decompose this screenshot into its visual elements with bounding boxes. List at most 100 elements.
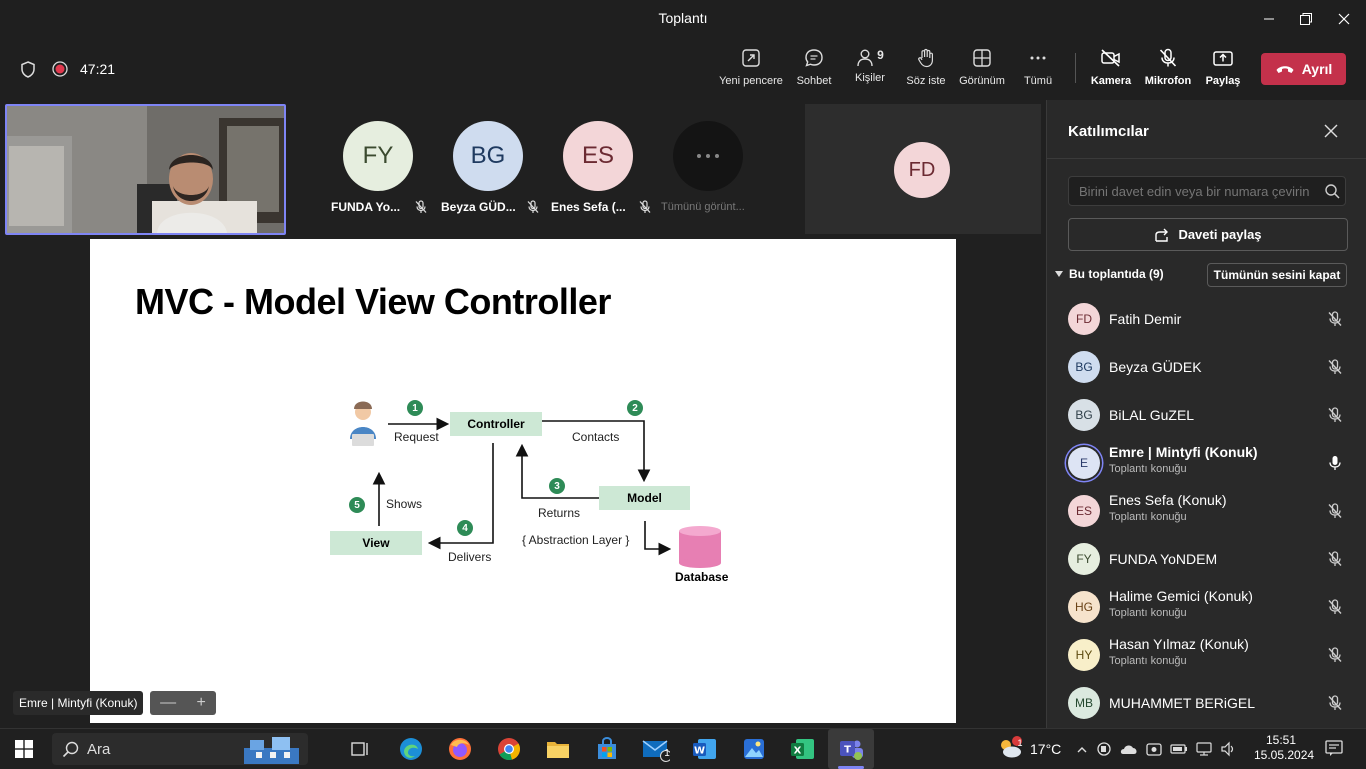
minimize-button[interactable] bbox=[1258, 8, 1280, 30]
delivers-label: Delivers bbox=[448, 550, 492, 564]
security-icon[interactable] bbox=[1146, 741, 1162, 762]
participant-tile-fd[interactable]: FD bbox=[805, 104, 1041, 234]
store-icon[interactable] bbox=[593, 735, 621, 763]
mvc-diagram-arrows bbox=[350, 401, 721, 568]
chat-button[interactable]: Sohbet bbox=[794, 48, 834, 96]
mic-off-icon[interactable] bbox=[1327, 551, 1343, 572]
start-button[interactable] bbox=[10, 735, 38, 763]
speaker-video-tile[interactable] bbox=[5, 104, 286, 235]
close-panel-button[interactable] bbox=[1324, 124, 1338, 143]
participant-name: Beyza GÜD... bbox=[441, 200, 516, 214]
mic-off-icon[interactable] bbox=[1327, 695, 1343, 716]
shield-icon[interactable] bbox=[20, 61, 36, 83]
participant-name: Halime Gemici (Konuk) bbox=[1109, 588, 1253, 604]
edge-icon[interactable] bbox=[397, 735, 425, 763]
mail-icon[interactable] bbox=[642, 735, 670, 763]
participant-name: BiLAL GuZEL bbox=[1109, 407, 1195, 423]
zoom-controls: — + bbox=[150, 691, 216, 715]
microphone-button[interactable]: Mikrofon bbox=[1144, 48, 1192, 96]
onedrive-icon[interactable] bbox=[1120, 742, 1138, 761]
controller-box: Controller bbox=[450, 412, 542, 436]
people-button[interactable]: 9 Kişiler bbox=[850, 48, 890, 96]
gallery-name-bg: Beyza GÜD... bbox=[441, 200, 540, 214]
returns-label: Returns bbox=[538, 506, 581, 520]
more-button[interactable]: Tümü bbox=[1020, 48, 1056, 96]
participant-name: Fatih Demir bbox=[1109, 311, 1182, 327]
raise-hand-icon bbox=[916, 48, 936, 75]
gallery-more-tile[interactable] bbox=[673, 121, 743, 191]
popout-button[interactable]: Yeni pencere bbox=[718, 48, 784, 96]
teams-icon[interactable]: T bbox=[837, 735, 865, 763]
zoom-in-button[interactable]: + bbox=[196, 694, 206, 711]
in-meeting-section-toggle[interactable]: Bu toplantıda (9) bbox=[1055, 267, 1164, 281]
share-icon bbox=[1212, 48, 1234, 75]
camera-label: Kamera bbox=[1090, 75, 1132, 87]
notification-icon[interactable] bbox=[1325, 740, 1343, 761]
phone-hangup-icon bbox=[1275, 63, 1295, 75]
participants-panel: Katılımcılar Daveti paylaş Bu toplantıda… bbox=[1046, 100, 1366, 728]
mic-off-icon[interactable] bbox=[1327, 407, 1343, 428]
invite-search-input[interactable] bbox=[1068, 176, 1346, 206]
step-4-badge: 4 bbox=[457, 520, 473, 536]
weather-icon[interactable] bbox=[997, 736, 1023, 765]
mic-off-icon[interactable] bbox=[1327, 503, 1343, 524]
mic-off-icon[interactable] bbox=[1327, 359, 1343, 380]
share-button[interactable]: Paylaş bbox=[1204, 48, 1242, 96]
svg-text:T: T bbox=[844, 745, 851, 756]
gallery-tile-es[interactable]: ES bbox=[563, 121, 633, 191]
chevron-up-icon[interactable] bbox=[1076, 743, 1088, 761]
maximize-button[interactable] bbox=[1295, 8, 1317, 30]
gallery-tile-bg[interactable]: BG bbox=[453, 121, 523, 191]
close-window-button[interactable] bbox=[1333, 8, 1355, 30]
section-label: Bu toplantıda (9) bbox=[1069, 267, 1164, 281]
participant-name: Enes Sefa (... bbox=[551, 200, 626, 214]
share-invite-button[interactable]: Daveti paylaş bbox=[1068, 218, 1348, 251]
meeting-timer: 47:21 bbox=[80, 61, 116, 77]
mic-on-icon[interactable] bbox=[1327, 455, 1343, 476]
gallery-tile-fy[interactable]: FY bbox=[343, 121, 413, 191]
view-button[interactable]: Görünüm bbox=[958, 48, 1006, 96]
gallery-view-all-link[interactable]: Tümünü görünt... bbox=[661, 201, 745, 213]
photos-icon[interactable] bbox=[740, 735, 768, 763]
zoom-out-button[interactable]: — bbox=[160, 694, 177, 711]
more-icon bbox=[673, 121, 743, 191]
mute-all-button[interactable]: Tümünün sesini kapat bbox=[1207, 263, 1347, 287]
database-icon bbox=[679, 526, 721, 568]
step-2-badge: 2 bbox=[627, 400, 643, 416]
taskbar-search[interactable]: Ara bbox=[52, 733, 308, 765]
chrome-icon[interactable] bbox=[495, 735, 523, 763]
raise-hand-button[interactable]: Söz iste bbox=[906, 48, 946, 96]
task-view-icon[interactable] bbox=[346, 735, 374, 763]
system-tray bbox=[1076, 741, 1236, 762]
clock-date: 15.05.2024 bbox=[1254, 748, 1315, 762]
camera-off-icon bbox=[1100, 48, 1122, 75]
clock[interactable]: 15:51 15.05.2024 bbox=[1254, 733, 1315, 763]
battery-icon[interactable] bbox=[1170, 742, 1188, 761]
network-icon[interactable] bbox=[1196, 741, 1212, 762]
volume-icon[interactable] bbox=[1220, 741, 1236, 762]
word-icon[interactable]: W bbox=[691, 735, 719, 763]
mic-off-icon[interactable] bbox=[1327, 599, 1343, 620]
mic-off-icon[interactable] bbox=[1327, 311, 1343, 332]
firefox-icon[interactable] bbox=[446, 735, 474, 763]
file-explorer-icon[interactable] bbox=[544, 735, 572, 763]
meet-now-icon[interactable] bbox=[1096, 741, 1112, 762]
people-count: 9 bbox=[877, 48, 884, 62]
camera-button[interactable]: Kamera bbox=[1090, 48, 1132, 96]
mic-off-icon[interactable] bbox=[1327, 647, 1343, 668]
chevron-down-icon bbox=[1055, 271, 1063, 277]
weather-temp: 17°C bbox=[1030, 741, 1062, 757]
excel-icon[interactable]: X bbox=[789, 735, 817, 763]
leave-button[interactable]: Ayrıl bbox=[1261, 53, 1346, 85]
chat-label: Sohbet bbox=[796, 75, 832, 87]
avatar: E bbox=[1068, 447, 1100, 479]
